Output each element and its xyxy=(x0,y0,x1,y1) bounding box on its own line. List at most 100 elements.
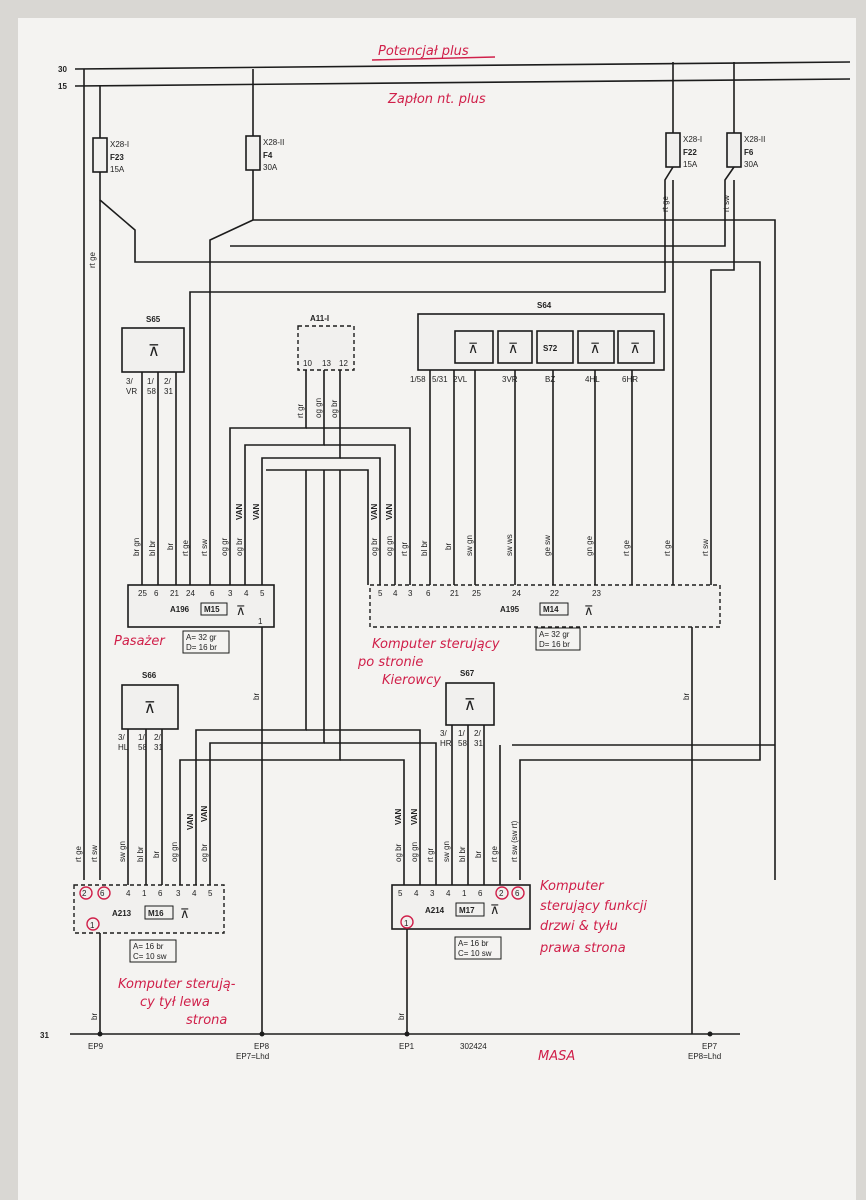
svg-text:24: 24 xyxy=(512,589,521,598)
svg-text:HL: HL xyxy=(118,743,129,752)
svg-text:F23: F23 xyxy=(110,153,124,162)
svg-text:rt ge: rt ge xyxy=(622,539,631,556)
svg-text:X28-II: X28-II xyxy=(263,138,284,147)
svg-text:⊼: ⊼ xyxy=(236,603,246,618)
rail-30 xyxy=(74,61,851,70)
svg-text:D= 16 br: D= 16 br xyxy=(539,640,570,649)
note-funkcji: Komputer sterujący funkcji drzwi & tyłu … xyxy=(539,879,647,956)
svg-text:12: 12 xyxy=(339,359,348,368)
svg-text:br: br xyxy=(152,851,161,858)
a214-wiring xyxy=(306,729,775,885)
svg-text:30A: 30A xyxy=(744,160,759,169)
svg-text:VAN: VAN xyxy=(410,808,419,825)
svg-text:EP8=Lhd: EP8=Lhd xyxy=(688,1052,721,1061)
svg-text:15A: 15A xyxy=(683,160,698,169)
svg-text:D= 16 br: D= 16 br xyxy=(186,643,217,652)
svg-text:⊼: ⊼ xyxy=(490,902,500,917)
svg-text:rt ge: rt ge xyxy=(74,845,83,862)
rail-30-label: 30 xyxy=(58,65,67,74)
svg-text:2/: 2/ xyxy=(164,377,171,386)
svg-text:S66: S66 xyxy=(142,671,157,680)
svg-text:⊼: ⊼ xyxy=(144,700,156,717)
svg-text:⊼: ⊼ xyxy=(590,340,600,356)
svg-text:rt gr: rt gr xyxy=(296,403,305,418)
svg-text:3: 3 xyxy=(430,889,435,898)
svg-text:2: 2 xyxy=(82,889,87,898)
svg-text:A11-I: A11-I xyxy=(310,314,329,323)
svg-text:Kierowcy: Kierowcy xyxy=(382,673,441,688)
svg-text:30A: 30A xyxy=(263,163,278,172)
svg-text:Komputer sterujący: Komputer sterujący xyxy=(372,637,500,652)
svg-text:4: 4 xyxy=(192,889,197,898)
rail-15 xyxy=(74,78,851,87)
svg-text:og gn: og gn xyxy=(170,842,179,862)
svg-text:VAN: VAN xyxy=(252,503,261,520)
svg-text:prawa strona: prawa strona xyxy=(539,941,626,956)
a214-wire-labels: og br VAN og gn VAN rt gr sw gn bl br br… xyxy=(394,808,519,862)
svg-text:bl br: bl br xyxy=(148,540,157,556)
svg-text:4: 4 xyxy=(393,589,398,598)
module-a214: 5 4 3 4 1 6 2 6 1 A214 M17 ⊼ A= 16 br C=… xyxy=(391,884,531,960)
svg-text:rt ge: rt ge xyxy=(663,539,672,556)
svg-text:3/: 3/ xyxy=(118,733,125,742)
svg-text:22: 22 xyxy=(550,589,559,598)
svg-text:A= 32 gr: A= 32 gr xyxy=(539,630,570,639)
svg-text:og br: og br xyxy=(370,537,379,556)
svg-text:A196: A196 xyxy=(170,605,190,614)
svg-text:58: 58 xyxy=(138,743,147,752)
svg-text:6: 6 xyxy=(158,889,163,898)
svg-text:cy tył lewa: cy tył lewa xyxy=(140,995,210,1010)
svg-text:og br: og br xyxy=(235,537,244,556)
svg-text:Komputer sterują-: Komputer sterują- xyxy=(118,977,236,992)
svg-text:EP1: EP1 xyxy=(399,1042,415,1051)
module-a196: 25 6 21 24 6 3 4 5 A196 M15 ⊼ 1 A= 32 gr… xyxy=(127,584,275,654)
svg-text:S72: S72 xyxy=(543,344,558,353)
svg-text:rt sw: rt sw xyxy=(701,539,710,556)
svg-text:31: 31 xyxy=(154,743,163,752)
svg-text:2/: 2/ xyxy=(474,729,481,738)
svg-text:1: 1 xyxy=(258,617,263,626)
svg-text:302424: 302424 xyxy=(460,1042,487,1051)
note-tyl: Komputer sterują- cy tył lewa strona xyxy=(118,977,236,1028)
svg-text:S64: S64 xyxy=(537,301,552,310)
svg-text:HR: HR xyxy=(440,739,452,748)
svg-text:25: 25 xyxy=(472,589,481,598)
svg-text:25: 25 xyxy=(138,589,147,598)
note-zaplon: Zapłon nt. plus xyxy=(387,92,486,107)
svg-text:A= 16 br: A= 16 br xyxy=(133,942,164,951)
a195-wiring xyxy=(429,370,633,585)
svg-text:31: 31 xyxy=(164,387,173,396)
switch-s67: S67 ⊼ 3/ 1/ 2/ HR 58 31 xyxy=(440,669,495,885)
svg-text:23: 23 xyxy=(592,589,601,598)
svg-text:58: 58 xyxy=(147,387,156,396)
svg-text:⊼: ⊼ xyxy=(468,340,478,356)
svg-text:5: 5 xyxy=(260,589,265,598)
svg-text:1: 1 xyxy=(404,919,409,928)
svg-text:bl br: bl br xyxy=(458,846,467,862)
svg-text:bl br: bl br xyxy=(136,846,145,862)
svg-text:3/: 3/ xyxy=(440,729,447,738)
svg-text:6: 6 xyxy=(478,889,483,898)
svg-text:1/: 1/ xyxy=(458,729,465,738)
svg-text:1/58: 1/58 xyxy=(410,375,426,384)
a195-wire-labels: og br VAN og gn VAN rt gr bl br br sw gn… xyxy=(370,503,710,556)
svg-text:sw gn: sw gn xyxy=(465,535,474,556)
svg-text:VR: VR xyxy=(126,387,137,396)
svg-text:6HR: 6HR xyxy=(622,375,638,384)
wire-label-f22: rt ge xyxy=(661,195,670,212)
svg-text:EP8: EP8 xyxy=(254,1042,270,1051)
svg-text:br: br xyxy=(474,851,483,858)
svg-text:4: 4 xyxy=(414,889,419,898)
svg-text:og br: og br xyxy=(330,399,339,418)
svg-text:2/: 2/ xyxy=(154,733,161,742)
svg-text:VAN: VAN xyxy=(235,503,244,520)
svg-text:BZ: BZ xyxy=(545,375,555,384)
connector-a11-i: A11-I 10 13 12 xyxy=(297,314,355,371)
module-a195: 5 4 3 6 21 25 24 22 23 A195 M14 ⊼ A= 32 … xyxy=(369,584,721,651)
ground-label-a195: br xyxy=(682,693,691,700)
svg-text:3: 3 xyxy=(408,589,413,598)
svg-text:og gr: og gr xyxy=(220,537,229,556)
svg-text:br: br xyxy=(166,543,175,550)
svg-text:gn ge: gn ge xyxy=(585,535,594,556)
svg-text:6: 6 xyxy=(154,589,159,598)
